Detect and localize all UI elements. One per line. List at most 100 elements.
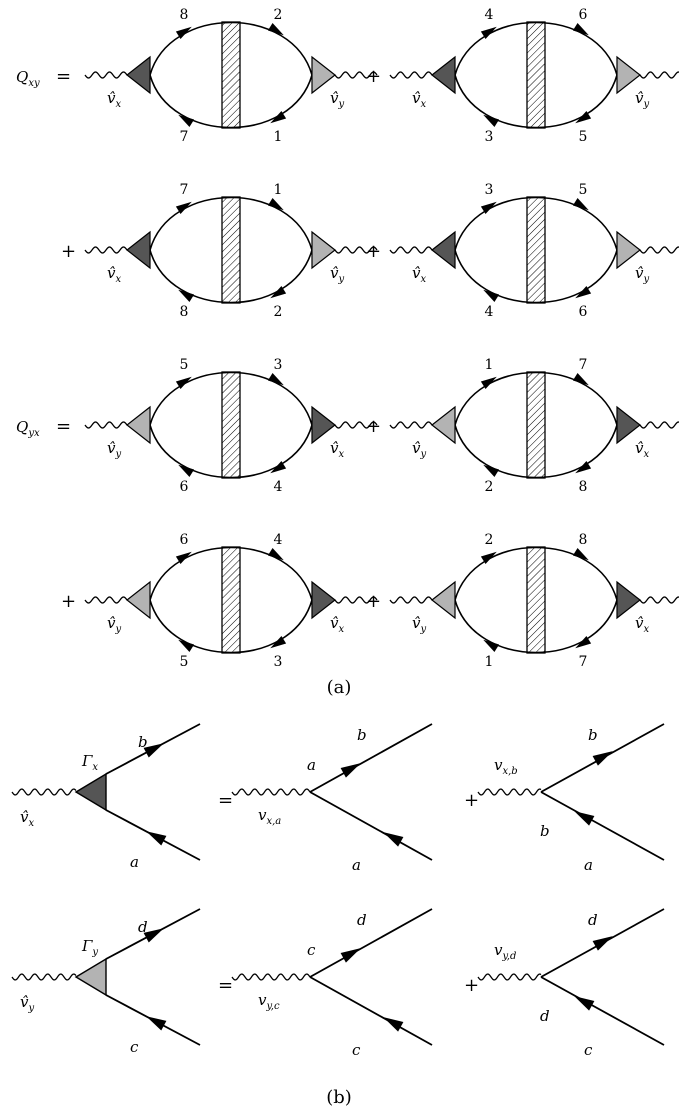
arrow-icon	[175, 201, 192, 214]
wavy-line	[231, 973, 311, 981]
arrow-icon	[143, 928, 164, 943]
arrow-icon	[178, 289, 195, 302]
line-index-label: 2	[274, 7, 283, 23]
arrow-icon	[572, 23, 589, 36]
line-index-label: 3	[485, 129, 494, 145]
arrow-icon	[267, 23, 284, 36]
arrow-icon	[175, 376, 192, 389]
arrow-icon	[178, 114, 195, 127]
vertex-triangle-left	[126, 405, 151, 445]
qyx-symbol: Qyx	[16, 418, 40, 439]
hatched-vertex-box	[221, 371, 241, 479]
caption-b: (b)	[326, 1087, 352, 1108]
line-label: b	[138, 733, 148, 751]
wavy-line	[477, 973, 542, 981]
arrow-icon	[572, 373, 589, 386]
line-index-label: 6	[180, 479, 189, 495]
external-vertex-label: v̂y	[107, 614, 121, 635]
line-index-label: 6	[180, 532, 189, 548]
line-index-label: 7	[180, 129, 189, 145]
wavy-line	[84, 596, 128, 604]
line-label: b	[588, 726, 598, 744]
line-index-label: 6	[579, 304, 588, 320]
external-vertex-label: v̂x	[20, 808, 34, 829]
incoming-line	[540, 976, 665, 1046]
vertex-coupling-label: vx,b	[494, 756, 518, 777]
arrow-icon	[267, 548, 284, 561]
wavy-line	[639, 421, 679, 429]
incoming-line	[309, 976, 433, 1046]
vertex-triangle-left	[126, 580, 151, 620]
wavy-line	[334, 246, 378, 254]
line-index-label: 8	[579, 532, 588, 548]
vertex-coupling-label: vx,a	[258, 806, 281, 827]
external-vertex-label: v̂y	[330, 264, 344, 285]
line-index-label: 5	[579, 129, 588, 145]
wavy-line	[389, 596, 433, 604]
wavy-line	[11, 788, 77, 796]
equals-sign: =	[218, 975, 233, 996]
line-label: b	[540, 822, 550, 840]
arrow-icon	[267, 198, 284, 211]
arrow-icon	[175, 26, 192, 39]
line-index-label: 8	[579, 479, 588, 495]
external-vertex-label: v̂y	[635, 264, 649, 285]
line-label: d	[540, 1007, 550, 1025]
plus-sign: +	[366, 591, 381, 612]
vertex-triangle	[74, 772, 107, 812]
external-vertex-label: v̂y	[20, 993, 34, 1014]
line-index-label: 5	[180, 357, 189, 373]
incoming-line	[540, 791, 665, 861]
line-label: a	[307, 756, 316, 774]
line-index-label: 4	[485, 304, 494, 320]
external-vertex-label: v̂y	[412, 439, 426, 460]
line-index-label: 7	[579, 654, 588, 670]
arrow-icon	[574, 811, 595, 826]
equals-sign: =	[218, 790, 233, 811]
gamma-label: Γx	[81, 752, 98, 773]
wavy-line	[84, 71, 128, 79]
vertex-triangle-right	[616, 230, 641, 270]
vertex-triangle-left	[126, 55, 151, 95]
hatched-vertex-box	[526, 546, 546, 654]
line-index-label: 2	[485, 532, 494, 548]
wavy-line	[639, 596, 679, 604]
vertex-triangle-right	[311, 55, 336, 95]
line-index-label: 2	[485, 479, 494, 495]
external-vertex-label: v̂y	[412, 614, 426, 635]
wavy-line	[334, 596, 378, 604]
line-index-label: 3	[274, 654, 283, 670]
line-index-label: 1	[274, 182, 283, 198]
line-index-label: 4	[274, 479, 283, 495]
wavy-line	[334, 421, 378, 429]
wavy-line	[11, 973, 77, 981]
line-index-label: 1	[485, 357, 494, 373]
hatched-vertex-box	[221, 21, 241, 129]
equals-sign-qyx: =	[56, 416, 71, 437]
vertex-triangle-left	[431, 405, 456, 445]
vertex-triangle-left	[431, 230, 456, 270]
line-index-label: 8	[180, 304, 189, 320]
arrow-icon	[575, 636, 592, 649]
external-vertex-label: v̂x	[107, 264, 121, 285]
hatched-vertex-box	[526, 371, 546, 479]
vertex-triangle-right	[616, 55, 641, 95]
arrow-icon	[270, 286, 287, 299]
arrow-icon	[575, 461, 592, 474]
arrow-icon	[267, 373, 284, 386]
arrow-icon	[270, 111, 287, 124]
arrow-icon	[175, 551, 192, 564]
wavy-line	[639, 246, 679, 254]
arrow-icon	[575, 286, 592, 299]
hatched-vertex-box	[221, 546, 241, 654]
line-index-label: 5	[579, 182, 588, 198]
vertex-triangle-right	[311, 230, 336, 270]
arrow-icon	[340, 948, 361, 963]
vertex-triangle-left	[431, 580, 456, 620]
line-index-label: 3	[485, 182, 494, 198]
hatched-vertex-box	[221, 196, 241, 304]
plus-sign: +	[61, 591, 76, 612]
